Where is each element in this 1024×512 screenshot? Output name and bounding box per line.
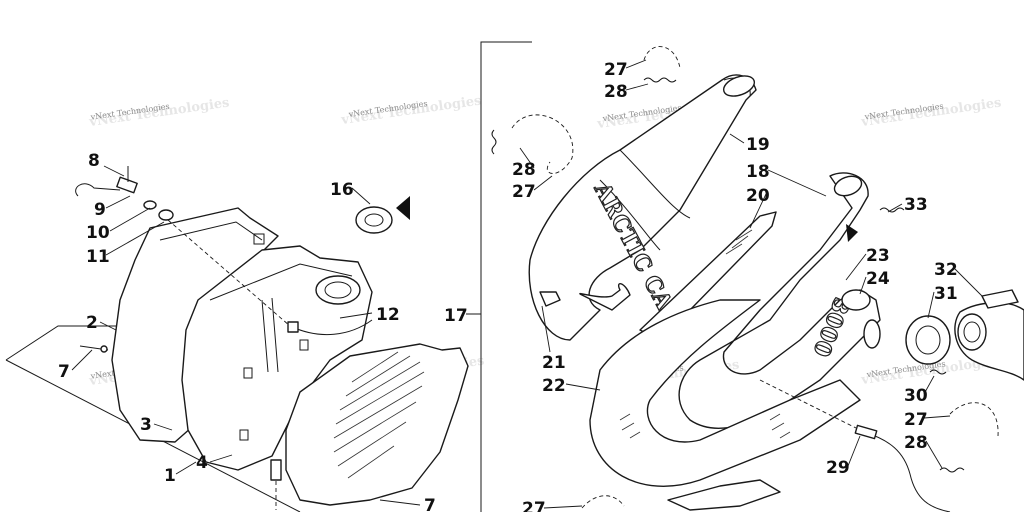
callout-18: 18 bbox=[746, 162, 770, 182]
callout-20: 20 bbox=[746, 186, 770, 206]
exhaust-seal bbox=[905, 315, 951, 365]
chain-clamp bbox=[949, 402, 999, 437]
chain-clamp bbox=[581, 495, 625, 509]
callout-23: 23 bbox=[866, 246, 890, 266]
bracket-line-17 bbox=[480, 41, 532, 512]
chain-clamp bbox=[511, 114, 574, 174]
chamber-outlet bbox=[833, 175, 863, 197]
callout-27: 27 bbox=[604, 60, 628, 80]
intake-grommet bbox=[355, 206, 393, 234]
spring bbox=[879, 207, 905, 213]
exhaust-chain-clamps bbox=[511, 46, 999, 509]
pin bbox=[116, 176, 138, 194]
callout-11: 11 bbox=[86, 247, 110, 267]
callout-27: 27 bbox=[522, 499, 546, 512]
watermark: vNext Technologies vNext Technologies bbox=[339, 93, 482, 128]
callout-24: 24 bbox=[866, 269, 890, 289]
temp-sensor bbox=[854, 424, 878, 440]
callout-30: 30 bbox=[904, 386, 928, 406]
exhaust-springs bbox=[491, 77, 965, 473]
callout-9: 9 bbox=[94, 200, 106, 220]
spring bbox=[939, 467, 965, 473]
callout-22: 22 bbox=[542, 376, 566, 396]
silencer-intake-port bbox=[315, 275, 361, 305]
silencer-clamp bbox=[289, 319, 373, 336]
callout-27: 27 bbox=[904, 410, 928, 430]
muffler-badge bbox=[539, 291, 561, 307]
callout-4: 4 bbox=[196, 453, 208, 473]
air-silencer-assembly bbox=[75, 166, 469, 510]
silencer-front-cover bbox=[285, 343, 469, 506]
washer bbox=[143, 200, 157, 210]
callout-17: 17 bbox=[444, 306, 468, 326]
watermark: vNext Technologies vNext Technologies bbox=[87, 95, 230, 130]
bracket-line-left bbox=[5, 325, 120, 361]
front-cover-vents bbox=[333, 351, 425, 479]
callout-33: 33 bbox=[904, 195, 928, 215]
callout-28: 28 bbox=[604, 82, 628, 102]
grommet-small bbox=[158, 209, 174, 221]
spring bbox=[643, 77, 677, 83]
callout-28: 28 bbox=[512, 160, 536, 180]
muffler-outlet bbox=[722, 75, 756, 97]
lower-shield bbox=[667, 479, 781, 511]
muffler-shell bbox=[528, 74, 757, 341]
direction-arrow bbox=[846, 224, 858, 242]
callout-3: 3 bbox=[140, 415, 152, 435]
callout-32: 32 bbox=[934, 260, 958, 280]
callout-28: 28 bbox=[904, 433, 928, 453]
exhaust-pipe-lower bbox=[589, 299, 861, 487]
callout-7: 7 bbox=[424, 496, 436, 512]
callout-numbers: 8 9 10 11 16 12 2 7 3 4 1 7 17 27 28 28 … bbox=[58, 60, 958, 512]
exhaust-assembly: ARCTIC CAT 3000 bbox=[491, 46, 1024, 512]
expansion-chamber bbox=[678, 172, 881, 429]
callout-27: 27 bbox=[512, 182, 536, 202]
callout-12: 12 bbox=[376, 305, 400, 325]
watermark: vNext Technologies vNext Technologies bbox=[859, 95, 1002, 130]
callout-8: 8 bbox=[88, 151, 100, 171]
chain-clamp bbox=[643, 46, 681, 69]
callout-29: 29 bbox=[826, 458, 850, 478]
callout-1: 1 bbox=[164, 466, 176, 486]
hair-pin-clip bbox=[75, 183, 121, 197]
spring bbox=[491, 129, 497, 155]
callout-10: 10 bbox=[86, 223, 110, 243]
callout-31: 31 bbox=[934, 284, 958, 304]
callout-19: 19 bbox=[746, 135, 770, 155]
silencer-bolt bbox=[270, 459, 282, 481]
callout-16: 16 bbox=[330, 180, 354, 200]
leader-lines bbox=[71, 59, 983, 509]
callout-7: 7 bbox=[58, 362, 70, 382]
pipe-flange bbox=[841, 289, 871, 311]
direction-arrow bbox=[396, 196, 410, 220]
callout-21: 21 bbox=[542, 353, 566, 373]
callout-2: 2 bbox=[86, 313, 98, 333]
pipe-flange-end bbox=[863, 319, 881, 349]
temp-sensor-wire bbox=[863, 431, 951, 512]
spring bbox=[929, 369, 947, 375]
